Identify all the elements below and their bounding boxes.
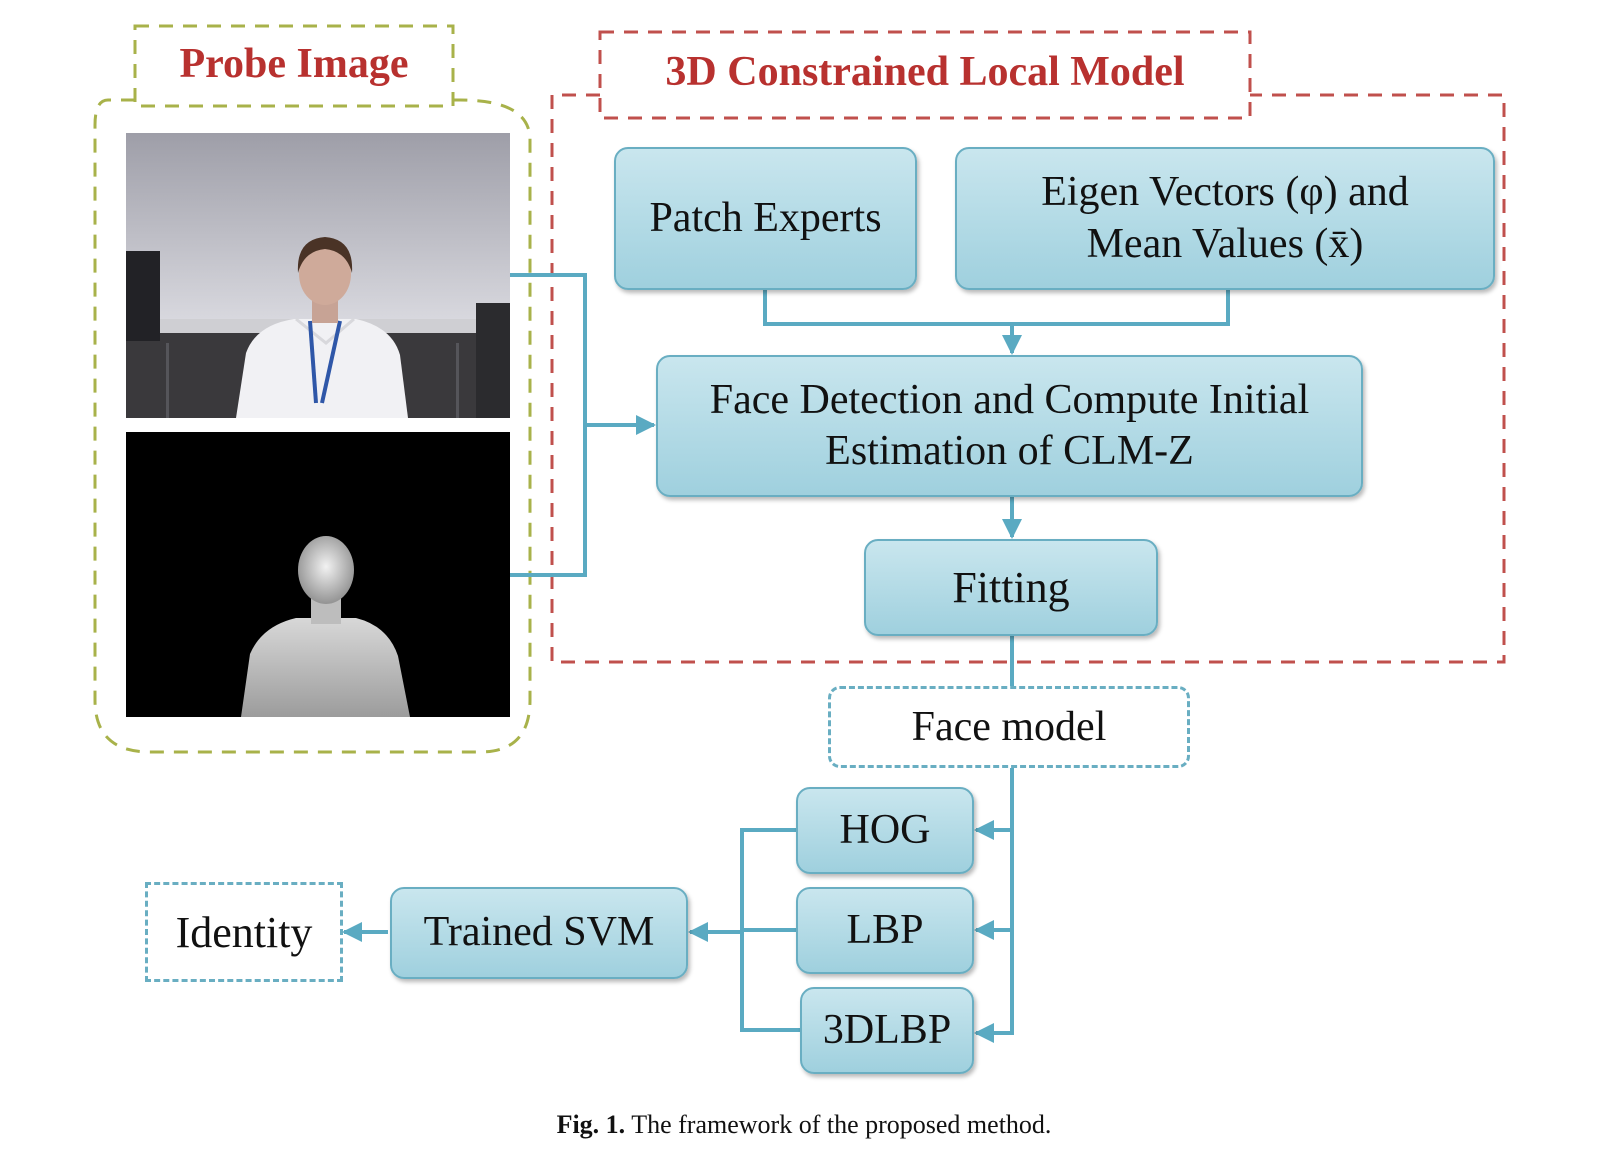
face-detection-node: Face Detection and Compute Initial Estim… xyxy=(656,355,1363,497)
clm-title-box xyxy=(598,30,1252,120)
3dlbp-label: 3DLBP xyxy=(822,1006,952,1053)
hog-label: HOG xyxy=(839,806,931,853)
face-model-node: Face model xyxy=(828,686,1190,768)
figure-caption: Fig. 1. The framework of the proposed me… xyxy=(0,1110,1608,1140)
fitting-node: Fitting xyxy=(864,539,1158,636)
mean-values-label: Mean Values (x̄) xyxy=(1086,220,1364,267)
lbp-node: LBP xyxy=(796,887,974,974)
patch-experts-label: Patch Experts xyxy=(649,194,882,241)
depth-probe-photo xyxy=(126,432,510,717)
connector-patch-eigen-merge xyxy=(763,290,1230,326)
identity-node: Identity xyxy=(145,882,343,982)
3dlbp-node: 3DLBP xyxy=(800,987,974,1074)
rgb-probe-photo xyxy=(126,133,510,418)
face-detection-label-line1: Face Detection and Compute Initial xyxy=(709,376,1310,423)
lbp-label: LBP xyxy=(846,906,924,953)
patch-experts-node: Patch Experts xyxy=(614,147,917,290)
face-detection-label-line2: Estimation of CLM-Z xyxy=(825,428,1194,474)
probe-title-box xyxy=(133,24,455,108)
eigen-vectors-label: Eigen Vectors (φ) and xyxy=(1041,169,1409,216)
hog-node: HOG xyxy=(796,787,974,874)
fitting-label: Fitting xyxy=(952,562,1070,612)
figure-caption-label: Fig. 1. xyxy=(556,1110,626,1139)
figure-caption-text: The framework of the proposed method. xyxy=(631,1110,1052,1139)
probe-image-title: Probe Image xyxy=(179,41,409,87)
connector-rgb xyxy=(510,273,587,577)
face-model-label: Face model xyxy=(911,704,1107,750)
trained-svm-node: Trained SVM xyxy=(390,887,688,979)
trained-svm-label: Trained SVM xyxy=(423,909,655,956)
probe-region-border xyxy=(93,98,532,754)
clm-region-border xyxy=(550,93,1506,664)
identity-label: Identity xyxy=(175,907,313,957)
clm-title: 3D Constrained Local Model xyxy=(665,49,1185,95)
eigen-vectors-node: Eigen Vectors (φ) and Mean Values (x̄) xyxy=(955,147,1495,290)
